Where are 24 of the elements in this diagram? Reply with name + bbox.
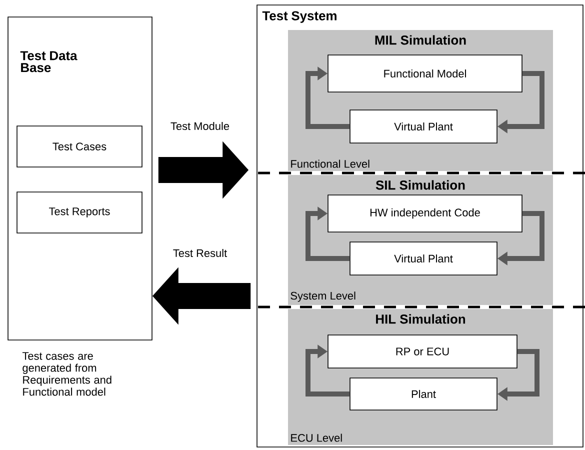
process-box: Functional Model xyxy=(328,54,522,92)
loop-arrow xyxy=(306,344,350,396)
process-box: Plant xyxy=(350,378,498,410)
band-heading: SIL Simulation xyxy=(376,180,465,190)
process-box: RP or ECU xyxy=(328,334,518,368)
level-label: Functional Level xyxy=(291,160,370,168)
process-box: Virtual Plant xyxy=(350,110,498,144)
loop-arrow xyxy=(306,206,350,261)
process-box: Test Cases xyxy=(16,126,142,168)
process-box: Test Reports xyxy=(16,192,142,234)
caption-text: Test cases are generated from Requirements and Functional model xyxy=(22,352,112,396)
box-title: Test Data Base xyxy=(20,51,78,72)
container-box xyxy=(256,4,584,448)
process-box: HW independent Code xyxy=(328,194,522,232)
loop-arrow xyxy=(306,66,350,129)
box-title: Test System xyxy=(262,11,336,23)
edge-label: Test Module xyxy=(169,120,231,132)
level-label: ECU Level xyxy=(291,434,342,442)
level-label: System Level xyxy=(290,292,356,302)
process-box: Virtual Plant xyxy=(350,242,498,276)
band-heading: MIL Simulation xyxy=(375,35,466,45)
band-heading: HIL Simulation xyxy=(376,314,466,324)
edge-label: Test Result xyxy=(172,248,228,258)
container-box xyxy=(8,16,152,396)
